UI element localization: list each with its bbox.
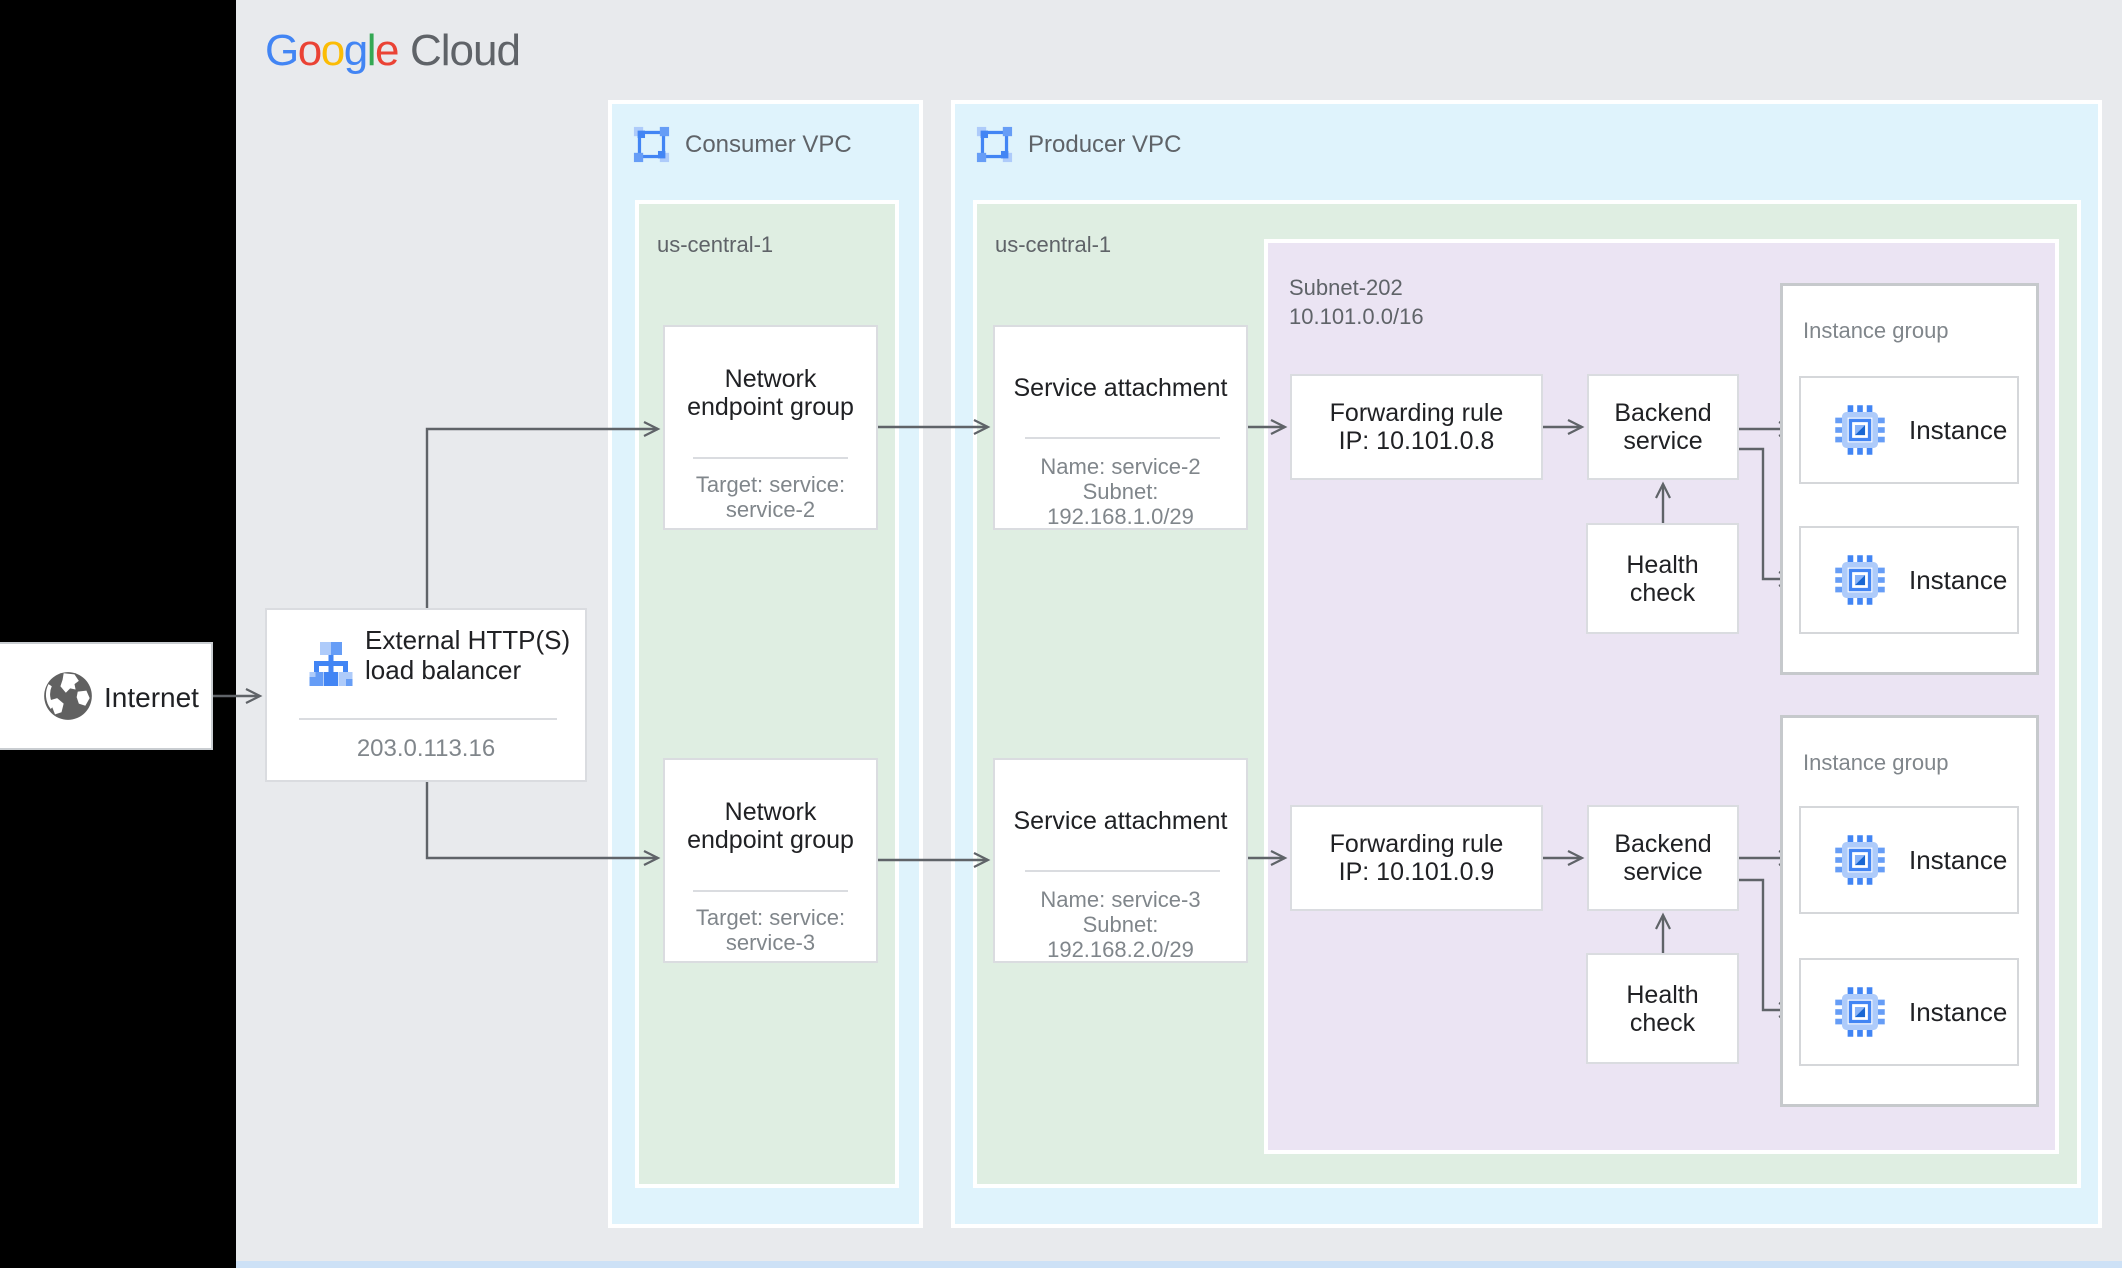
left-black-bar [0,0,236,1268]
neg-target-line1: Target: service: [695,472,846,497]
neg-target-line2: service-2 [725,497,816,522]
logo-letter: G [265,26,299,75]
health-check-line2: check [1629,1008,1696,1037]
load-balancer-title: External HTTP(S) load balancer [365,625,570,685]
instance-label: Instance [1909,414,2008,445]
instance-group-label: Instance group [1803,318,1949,343]
internet-node: Internet [0,642,213,750]
service-attachment-node: Service attachment Name: service-2 Subne… [993,325,1248,530]
forwarding-rule-node: Forwarding rule IP: 10.101.0.8 [1290,374,1543,480]
load-balancer-title-line2: load balancer [365,655,522,685]
instance-icon [1833,833,1887,887]
google-cloud-logo: G o o g l e Cloud [265,26,521,76]
instance-label: Instance [1909,996,2008,1027]
forwarding-rule-line1: Forwarding rule [1329,830,1504,858]
neg-title: Network endpoint group [665,798,876,854]
sa-subnet-cidr: 192.168.2.0/29 [1047,937,1194,962]
load-balancer-ip: 203.0.113.16 [356,735,496,762]
neg-title-line2: endpoint group [687,393,854,421]
connector [425,782,661,866]
divider [299,718,557,720]
health-check-line1: Health [1626,550,1699,579]
producer-region-label: us-central-1 [995,232,1112,257]
consumer-vpc-header: Consumer VPC [633,126,852,163]
backend-service-line1: Backend [1614,399,1712,427]
sa-subnet-label: Subnet: [1082,912,1159,937]
sa-subnet-label: Subnet: [1082,479,1159,504]
instance-group: Instance group [1780,715,2039,1107]
instance-label: Instance [1909,564,2008,595]
consumer-vpc-label: Consumer VPC [685,130,852,158]
connector [425,421,661,608]
instance-node: Instance [1799,376,2019,484]
sa-name-line: Name: service-2 [1040,454,1201,479]
divider [693,457,848,459]
backend-service-line2: service [1623,858,1703,886]
health-check-node: Health check [1586,953,1739,1064]
backend-service-node: Backend service [1587,374,1739,480]
producer-vpc-label: Producer VPC [1028,130,1182,158]
instance-icon [1833,403,1887,457]
logo-cloud-text: Cloud [409,26,521,75]
forwarding-rule-line2: IP: 10.101.0.8 [1338,427,1495,455]
network-endpoint-group-node: Network endpoint group Target: service: … [663,758,878,963]
network-endpoint-group-node: Network endpoint group Target: service: … [663,325,878,530]
health-check-line2: check [1629,578,1696,607]
load-balancer-title-line1: External HTTP(S) [365,625,571,655]
instance-node: Instance [1799,806,2019,914]
logo-letter: o [297,26,322,75]
service-attachment-title: Service attachment [1013,374,1228,402]
forwarding-rule-line1: Forwarding rule [1329,399,1504,427]
load-balancer-icon [307,640,355,688]
divider [1025,437,1220,439]
subnet-cidr-label: 10.101.0.0/16 [1289,304,1424,329]
sa-name-line: Name: service-3 [1040,887,1201,912]
connector [1739,447,1796,587]
connector [1739,878,1796,1018]
consumer-region-label: us-central-1 [657,232,774,257]
service-attachment-title: Service attachment [1013,807,1228,835]
neg-title-line2: endpoint group [687,826,854,854]
backend-service-line2: service [1623,427,1703,455]
sa-subnet-cidr: 192.168.1.0/29 [1047,504,1194,529]
divider [693,890,848,892]
backend-service-line1: Backend [1614,830,1712,858]
service-attachment-detail: Name: service-2 Subnet: 192.168.1.0/29 [995,454,1246,529]
forwarding-rule-node: Forwarding rule IP: 10.101.0.9 [1290,805,1543,911]
backend-service-node: Backend service [1587,805,1739,911]
neg-target: Target: service: service-2 [665,472,876,522]
subnet-name-label: Subnet-202 [1289,275,1403,300]
forwarding-rule-line2: IP: 10.101.0.9 [1338,858,1495,886]
instance-node: Instance [1799,526,2019,634]
vpc-icon [976,126,1013,163]
globe-icon [42,670,94,722]
instance-icon [1833,553,1887,607]
neg-title-line1: Network [724,365,817,393]
vpc-icon [633,126,670,163]
divider [1025,870,1220,872]
instance-label: Instance [1909,844,2008,875]
instance-group: Instance group [1780,283,2039,675]
bottom-blue-bar [236,1261,2122,1268]
logo-letter: o [320,26,345,75]
instance-icon [1833,985,1887,1039]
health-check-line1: Health [1626,980,1699,1009]
instance-group-label: Instance group [1803,750,1949,775]
logo-letter: e [374,26,399,75]
neg-target-line1: Target: service: [695,905,846,930]
neg-target: Target: service: service-3 [665,905,876,955]
service-attachment-node: Service attachment Name: service-3 Subne… [993,758,1248,963]
instance-node: Instance [1799,958,2019,1066]
health-check-node: Health check [1586,523,1739,634]
logo-letter: l [366,26,377,75]
neg-title: Network endpoint group [665,365,876,421]
producer-vpc-header: Producer VPC [976,126,1181,163]
internet-label: Internet [104,682,199,713]
neg-target-line2: service-3 [725,930,816,955]
service-attachment-detail: Name: service-3 Subnet: 192.168.2.0/29 [995,887,1246,962]
neg-title-line1: Network [724,798,817,826]
logo-letter: g [343,26,368,75]
load-balancer-node: External HTTP(S) load balancer 203.0.113… [265,608,587,782]
